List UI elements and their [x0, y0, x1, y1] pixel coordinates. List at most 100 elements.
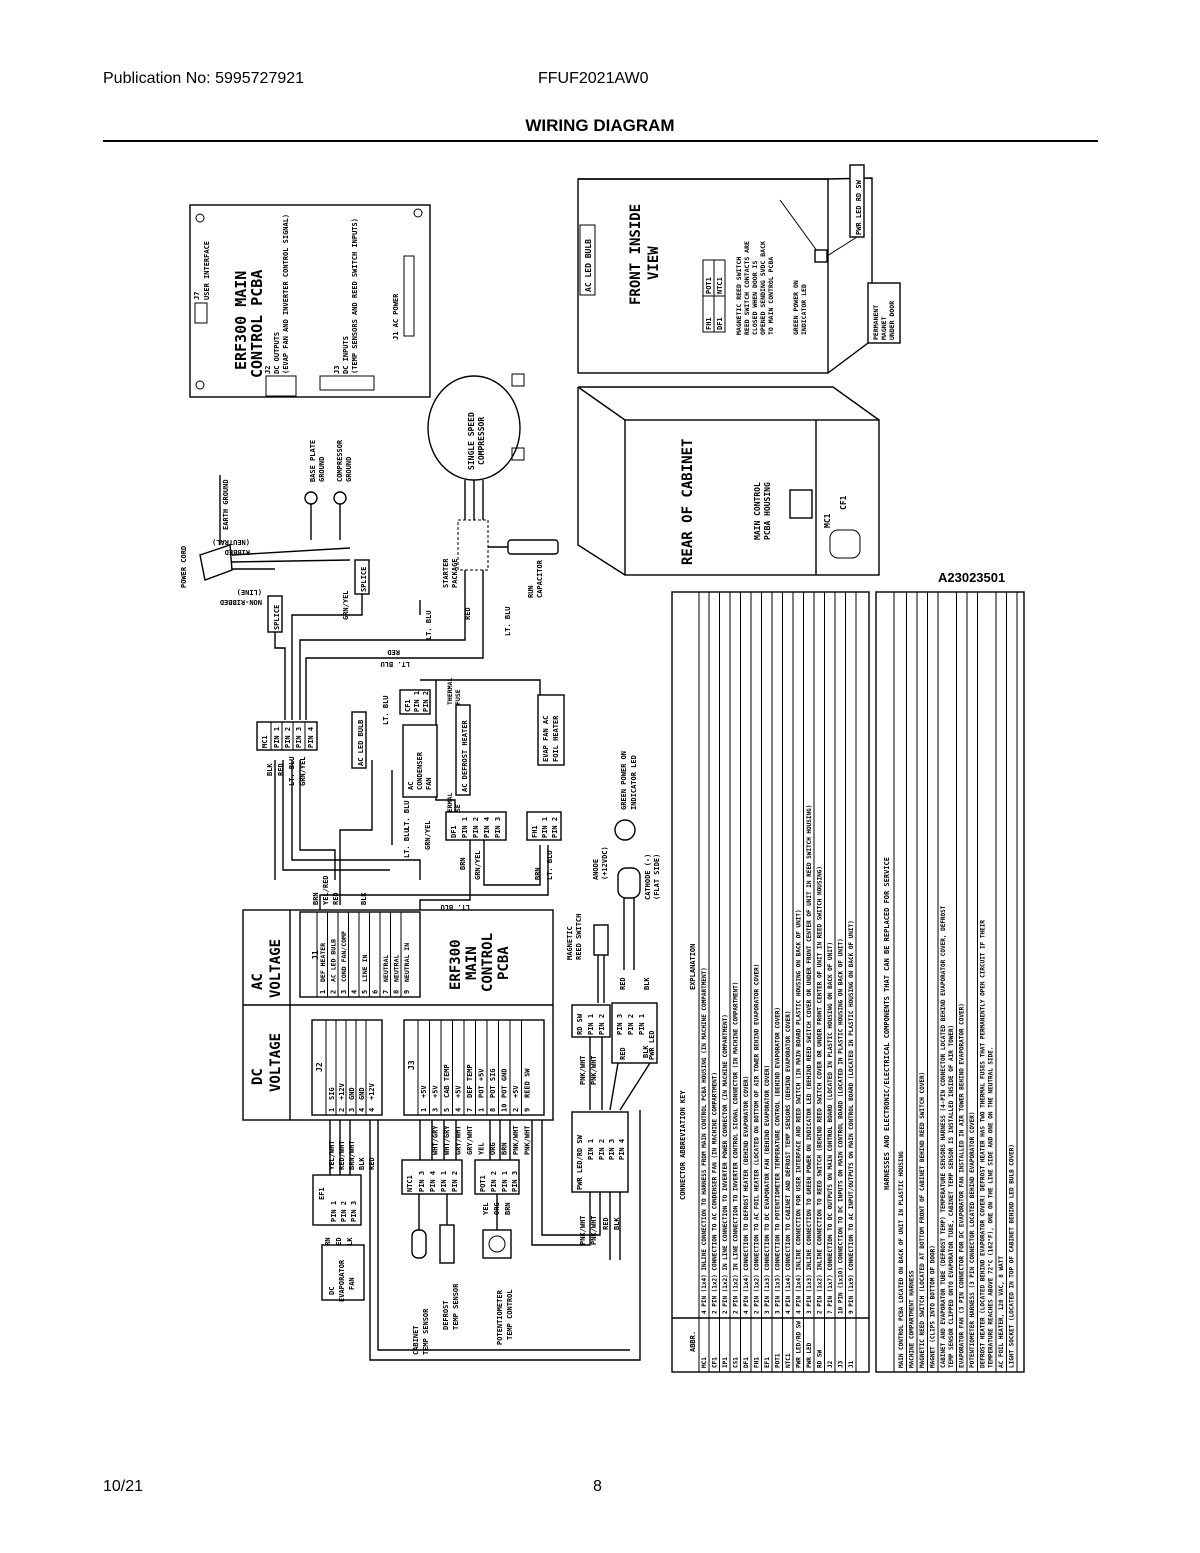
abbrev-code: POT1 [775, 1353, 782, 1368]
svg-text:CF1: CF1 [404, 699, 412, 712]
svg-text:PIN 1: PIN 1 [461, 817, 469, 838]
svg-text:MC1: MC1 [261, 735, 269, 748]
abbrev-code: FH1 [754, 1357, 761, 1368]
j3-pin: 3 [432, 1108, 440, 1112]
svg-text:ABBR.: ABBR. [689, 1331, 697, 1352]
svg-text:CF1: CF1 [839, 495, 848, 510]
svg-text:ANODE: ANODE [592, 859, 600, 880]
svg-text:COMPRESSOR: COMPRESSOR [477, 417, 486, 465]
svg-text:YEL/RED: YEL/RED [322, 875, 330, 905]
svg-text:PWR LED RD SW: PWR LED RD SW [855, 179, 863, 235]
j2-pin: 3 [348, 1108, 356, 1112]
abbrev-explanation: 7 PIN (1x7) CONNECTION TO DC OUTPUTS ON … [827, 942, 834, 1314]
abbrev-code: J1 [848, 1360, 855, 1368]
j1-function: NEUTRAL IN [403, 943, 411, 982]
svg-text:MAIN CONTROL: MAIN CONTROL [753, 482, 762, 540]
svg-text:(EVAP FAN AND INVERTER CONTROL: (EVAP FAN AND INVERTER CONTROL SIGNAL) [282, 214, 290, 374]
svg-text:GREEN POWER ON: GREEN POWER ON [792, 280, 800, 335]
svg-text:J2: J2 [315, 1062, 324, 1072]
svg-text:LT. BLU: LT. BLU [425, 610, 433, 640]
main-pcba-board: ERF300 MAIN CONTROL PCBA J7 USER INTERFA… [189, 204, 431, 398]
svg-text:RED: RED [619, 977, 627, 990]
j3-pin: 4 [455, 1108, 463, 1112]
page-title: WIRING DIAGRAM [525, 116, 675, 135]
erf300-board: AC VOLTAGE DC VOLTAGE ERF300 MAIN CONTRO… [242, 909, 554, 1170]
j1-pin: 1 [319, 990, 327, 994]
svg-text:PIN 4: PIN 4 [429, 1171, 437, 1192]
led-and-reed: GREEN POWER ON INDICATOR LED ANODE (+12V… [566, 751, 661, 1111]
j2-pin: 4 [358, 1108, 366, 1112]
j1-pin: 8 [393, 990, 401, 994]
j3-pin: 1 [420, 1108, 428, 1112]
svg-text:(TEMP SENSORS AND REED SWITCH: (TEMP SENSORS AND REED SWITCH INPUTS) [351, 218, 359, 374]
harness-item: LIGHT SOCKET (LOCATED IN TOP OF CABINET … [1009, 1144, 1016, 1368]
grounds-and-cord: EARTH GROUND BASE PLATE GROUND COMPRESSO… [180, 439, 353, 606]
harness-item: CABINET AND EVAPORATOR TUBE (DEFROST TEM… [940, 905, 955, 1368]
pcba-title-1: ERF300 MAIN [232, 271, 250, 370]
publication-number: Publication No: 5995727921 [103, 70, 305, 87]
abbrev-code: J2 [827, 1360, 834, 1368]
j1-function: AC LED BULB [330, 939, 338, 982]
svg-text:(FLAT SIDE): (FLAT SIDE) [653, 854, 661, 900]
front-inside-view: AC LED BULB FRONT INSIDE VIEW FH1 POT1 D… [577, 164, 901, 374]
abbrev-code: DF1 [743, 1357, 750, 1368]
j1-function: DEF HEATER [319, 943, 327, 982]
j1-pin: 9 [403, 990, 411, 994]
svg-text:PIN 3: PIN 3 [295, 727, 303, 748]
svg-text:BRN: BRN [312, 892, 320, 905]
model-number: FFUF2021AW0 [538, 70, 649, 87]
svg-text:FOIL HEATER: FOIL HEATER [552, 715, 560, 762]
svg-text:PWR LED/RD SW: PWR LED/RD SW [576, 1134, 584, 1190]
svg-text:PNK/WHT: PNK/WHT [579, 1215, 587, 1245]
svg-text:GRN/YEL: GRN/YEL [424, 820, 432, 850]
svg-text:RED: RED [387, 648, 400, 656]
middle-components: AC LED BULB AC CONDENSER FAN CF1 PIN 1 P… [312, 678, 565, 911]
svg-text:RUN: RUN [527, 585, 535, 598]
svg-text:(NEUTRAL): (NEUTRAL) [212, 538, 250, 546]
abbrev-code: CS1 [733, 1357, 740, 1368]
j3-function: +5V [512, 1085, 520, 1098]
j3-wire: GRY/WHT [466, 1125, 474, 1155]
j3-pin: 1 [478, 1108, 486, 1112]
svg-text:YEL: YEL [482, 1202, 490, 1215]
abbrev-code: PWR LED [806, 1342, 813, 1368]
svg-text:LT. BLU: LT. BLU [546, 850, 554, 880]
svg-text:J3: J3 [407, 1060, 416, 1070]
j3-wire: YEL [478, 1142, 486, 1155]
svg-text:PNK/WHT: PNK/WHT [590, 1055, 598, 1085]
svg-text:NON-RIBBED: NON-RIBBED [220, 598, 262, 606]
j3-wire: WHT/GRY [432, 1125, 440, 1155]
j3-pin: 8 [489, 1108, 497, 1112]
j3-pin: 5 [443, 1108, 451, 1112]
svg-text:TEMP CONTROL: TEMP CONTROL [506, 1289, 514, 1340]
abbrev-explanation: 4 PIN (1x4) INLINE CONNECTION TO HARNESS… [701, 967, 708, 1314]
svg-text:RED: RED [619, 1047, 627, 1060]
svg-text:SINGLE SPEED: SINGLE SPEED [467, 412, 476, 470]
svg-text:J3: J3 [333, 366, 341, 374]
svg-text:PIN 2: PIN 2 [598, 1014, 606, 1035]
svg-text:BLK: BLK [643, 977, 651, 990]
svg-text:LT. BLU: LT. BLU [288, 756, 296, 786]
title-rule [103, 140, 1098, 142]
svg-text:DC: DC [250, 1068, 266, 1085]
svg-text:CONDENSER: CONDENSER [416, 751, 424, 790]
abbrev-explanation: 4 PIN (1x4) INLINE CONNECTION FOR USER I… [796, 909, 803, 1314]
svg-text:PIN 1: PIN 1 [638, 1014, 646, 1035]
svg-text:PERMANENT: PERMANENT [872, 305, 880, 340]
svg-text:THERMAL: THERMAL [446, 793, 454, 820]
j1-pin: 6 [372, 990, 380, 994]
svg-text:EVAP FAN AC: EVAP FAN AC [542, 716, 550, 762]
svg-text:INDICATOR LED: INDICATOR LED [630, 755, 638, 810]
j3-function: POT GND [501, 1068, 509, 1098]
svg-text:DC OUTPUTS: DC OUTPUTS [273, 332, 281, 374]
svg-text:PIN 4: PIN 4 [307, 727, 315, 748]
svg-text:PIN 1: PIN 1 [273, 727, 281, 748]
svg-text:REAR OF CABINET: REAR OF CABINET [680, 439, 696, 565]
harness-item: MACHINE COMPARTMENT HARNESS [909, 1270, 916, 1368]
svg-text:RD SW: RD SW [576, 1013, 584, 1035]
compressor: SINGLE SPEED COMPRESSOR STARTER PACKAGE … [427, 373, 559, 598]
svg-text:LT. BLU: LT. BLU [403, 828, 411, 858]
svg-text:FAN: FAN [348, 1277, 356, 1290]
